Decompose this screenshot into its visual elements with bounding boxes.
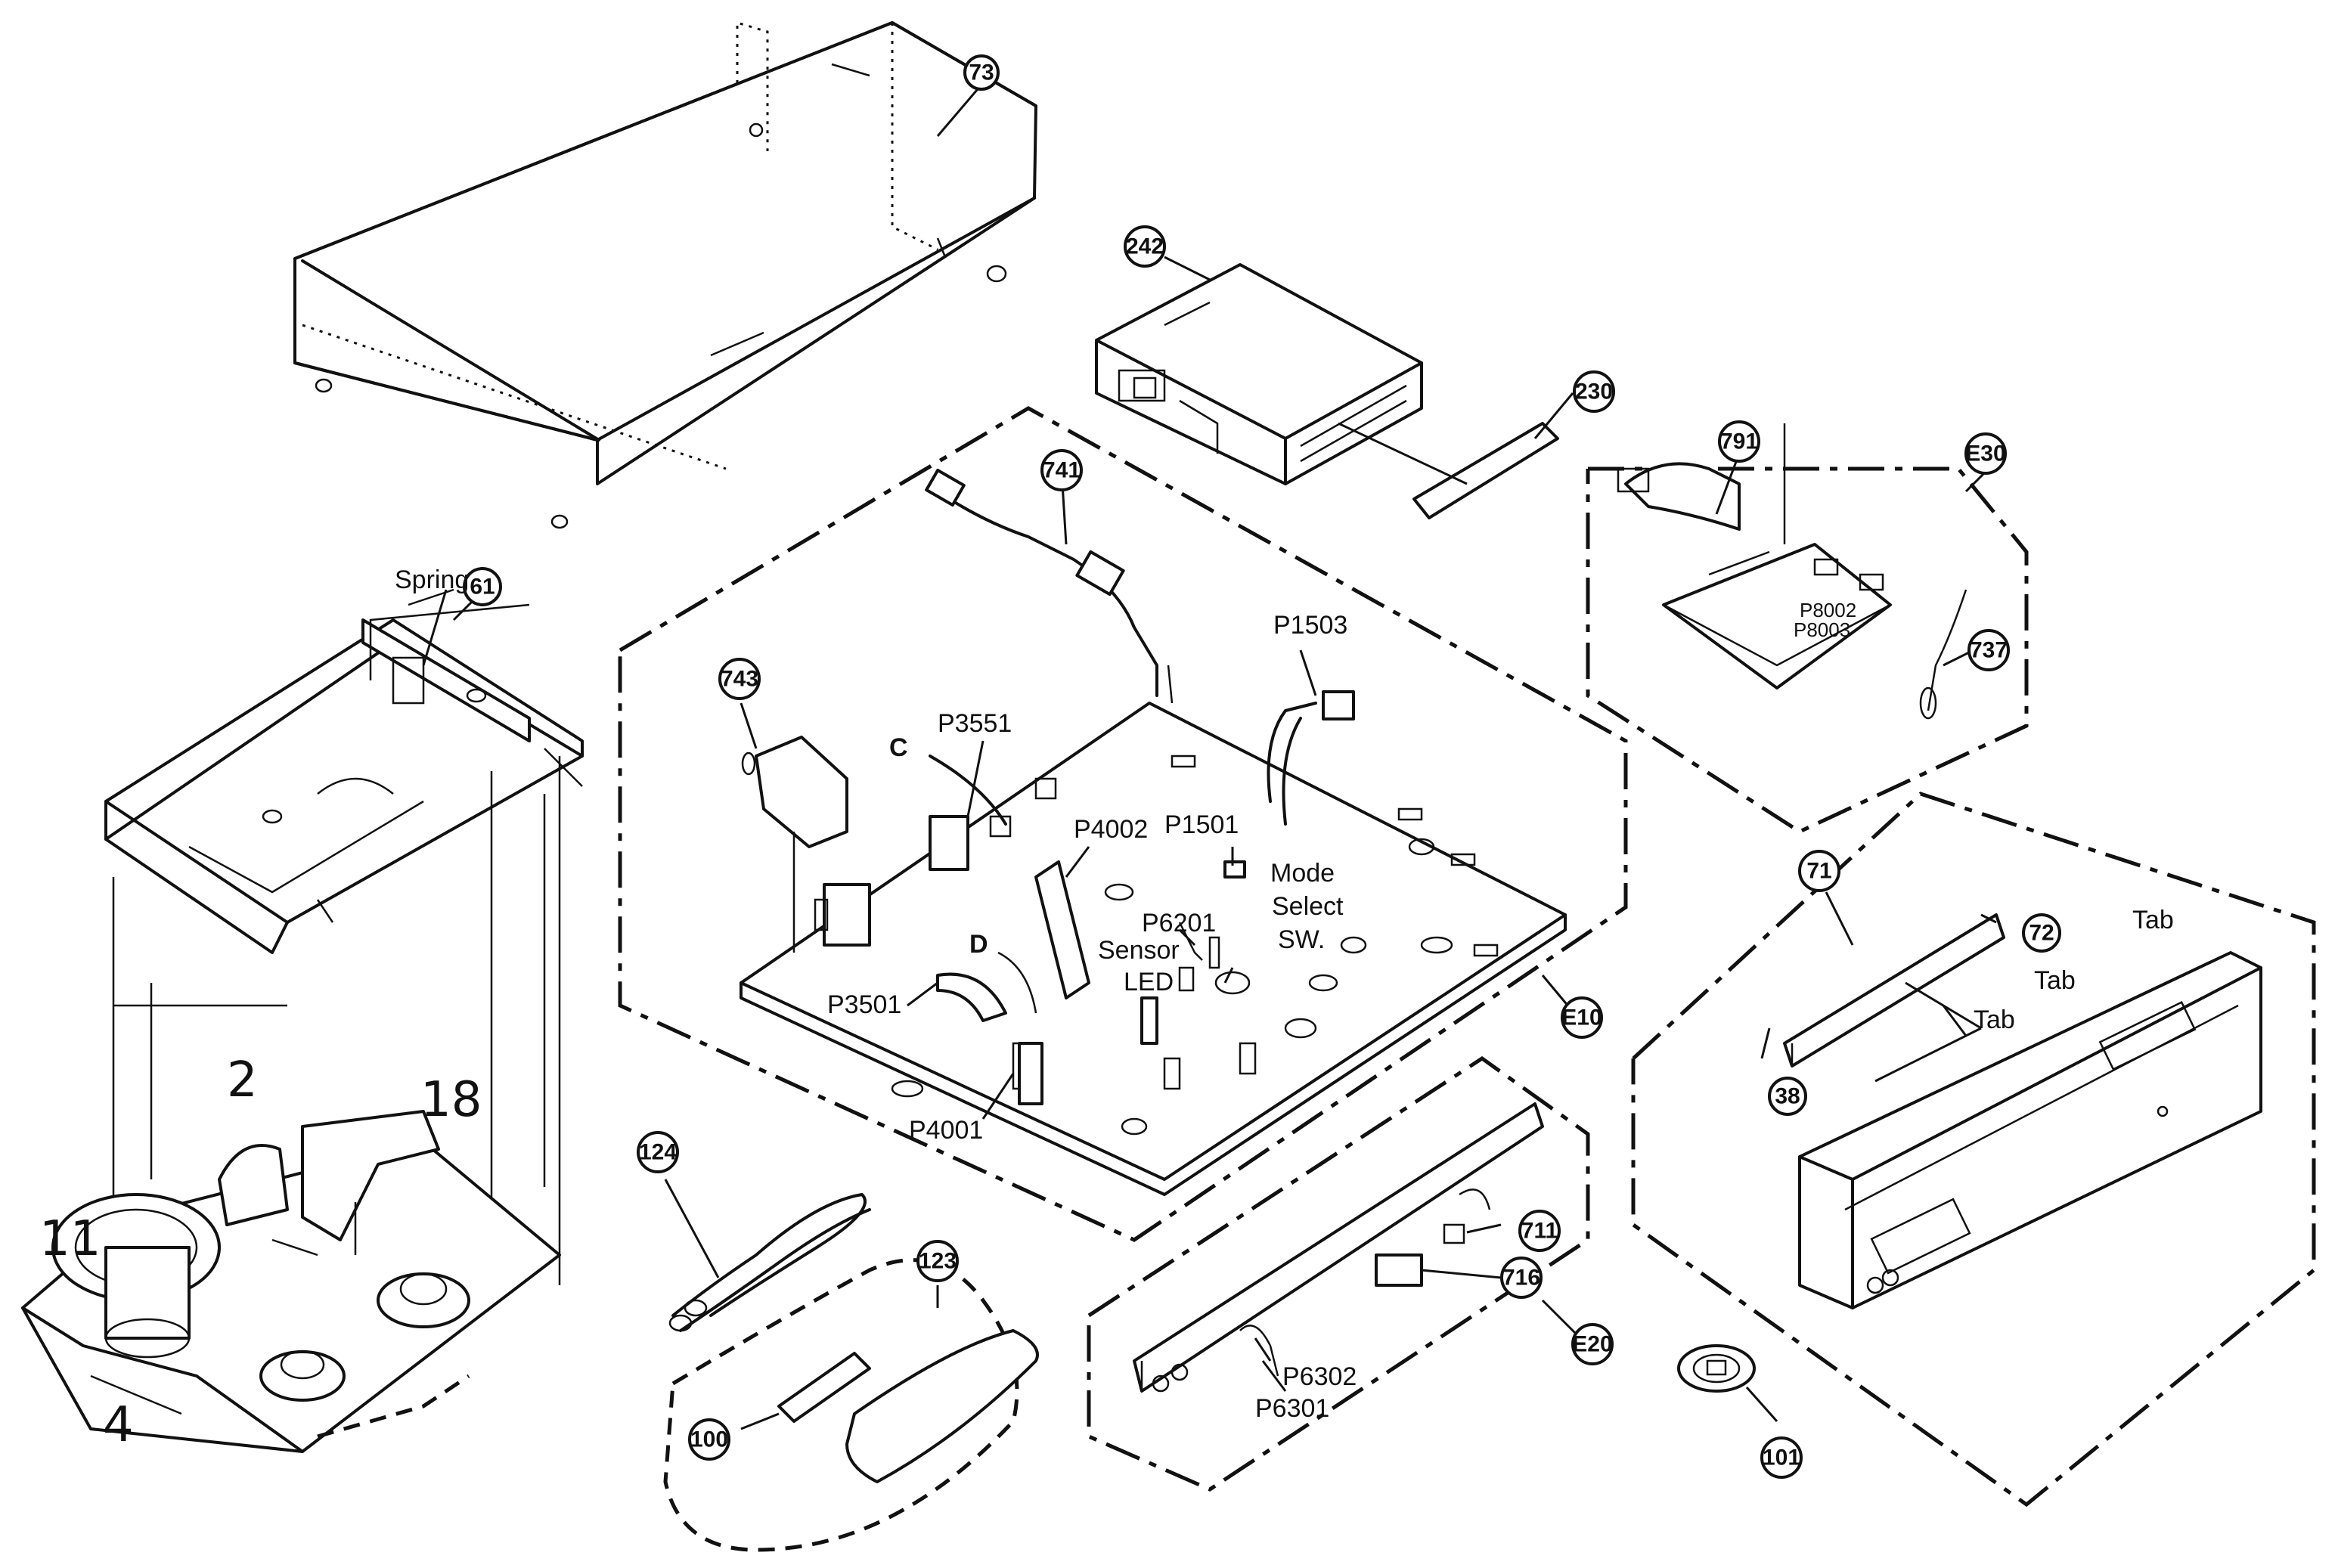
callout-716-text: 716 xyxy=(1502,1266,1540,1291)
callout-73: 73 xyxy=(963,54,1000,91)
label-p6301: P6301 xyxy=(1255,1394,1329,1423)
callout-242-text: 242 xyxy=(1126,234,1164,259)
remote-control-group xyxy=(663,1258,1039,1552)
assembly-guide-lines xyxy=(112,756,561,1285)
callout-61-text: 61 xyxy=(470,575,495,600)
label-led: LED xyxy=(1124,968,1174,996)
label-p8002: P8002 xyxy=(1800,599,1856,621)
callout-e30: E30 xyxy=(1964,432,2007,475)
callout-38: 38 xyxy=(1768,1077,1807,1116)
front-panel-group xyxy=(1631,792,2316,1508)
label-p1503: P1503 xyxy=(1273,611,1347,640)
callout-711-text: 711 xyxy=(1521,1219,1558,1244)
callout-e10-text: E10 xyxy=(1561,1006,1602,1030)
callout-791: 791 xyxy=(1718,420,1760,463)
callout-230-text: 230 xyxy=(1575,380,1613,404)
handwritten-18: 18 xyxy=(420,1072,482,1128)
tape-mechanism-part xyxy=(21,1110,561,1453)
callout-101-text: 101 xyxy=(1763,1446,1800,1470)
label-p6201: P6201 xyxy=(1142,909,1216,937)
label-mode: Mode xyxy=(1270,859,1335,888)
label-sw: SW. xyxy=(1278,925,1325,954)
callout-737: 737 xyxy=(1967,629,2010,671)
callout-716: 716 xyxy=(1500,1257,1543,1299)
label-tab-3: Tab xyxy=(1974,1006,2015,1034)
callout-72: 72 xyxy=(2022,913,2061,953)
disc-part xyxy=(1677,1344,1778,1422)
label-c: C xyxy=(889,733,908,762)
callout-72-text: 72 xyxy=(2029,921,2054,946)
callout-711: 711 xyxy=(1518,1210,1561,1252)
callout-124-text: 124 xyxy=(639,1140,677,1165)
handwritten-11: 11 xyxy=(39,1211,101,1267)
front-board-e20-group xyxy=(1087,1055,1590,1492)
callout-e20: E20 xyxy=(1571,1323,1614,1365)
label-p3551: P3551 xyxy=(938,709,1012,738)
handwritten-2: 2 xyxy=(227,1052,258,1108)
drive-shaft-part xyxy=(1338,422,1559,519)
callout-741: 741 xyxy=(1040,449,1083,491)
callout-123: 123 xyxy=(916,1240,959,1282)
callout-100: 100 xyxy=(688,1418,730,1461)
top-cover-part xyxy=(293,20,1037,529)
av-cable-part xyxy=(668,1193,871,1332)
callout-737-text: 737 xyxy=(1970,638,2008,663)
callout-124: 124 xyxy=(637,1131,679,1173)
callout-242: 242 xyxy=(1124,225,1166,268)
label-d: D xyxy=(969,930,988,959)
label-p4001: P4001 xyxy=(909,1116,983,1145)
callout-e10: E10 xyxy=(1561,996,1603,1039)
top-bracket-part xyxy=(104,588,584,954)
callout-71: 71 xyxy=(1798,850,1840,892)
callout-743: 743 xyxy=(718,658,761,700)
label-spring: Spring xyxy=(395,566,469,594)
label-p4002: P4002 xyxy=(1074,815,1148,844)
dvd-drive-part xyxy=(1095,263,1423,485)
callout-38-text: 38 xyxy=(1775,1084,1800,1109)
board-e30-group xyxy=(1586,423,2029,834)
label-select: Select xyxy=(1272,892,1344,921)
callout-61: 61 xyxy=(463,567,502,606)
callout-123-text: 123 xyxy=(919,1249,957,1274)
callout-791-text: 791 xyxy=(1720,429,1758,454)
label-tab-1: Tab xyxy=(2132,906,2174,934)
callout-100-text: 100 xyxy=(690,1427,728,1452)
label-sensor: Sensor xyxy=(1098,936,1180,965)
label-p3501: P3501 xyxy=(827,990,901,1019)
callout-71-text: 71 xyxy=(1806,859,1831,884)
callout-e20-text: E20 xyxy=(1572,1332,1612,1357)
label-p1501: P1501 xyxy=(1164,810,1239,839)
callout-743-text: 743 xyxy=(721,667,758,692)
callout-73-text: 73 xyxy=(969,60,994,85)
main-board-e10-group xyxy=(618,406,1628,1242)
callout-101: 101 xyxy=(1760,1436,1803,1479)
callout-741-text: 741 xyxy=(1043,458,1081,483)
label-tab-2: Tab xyxy=(2034,966,2076,995)
handwritten-4: 4 xyxy=(103,1397,134,1453)
callout-230: 230 xyxy=(1573,370,1615,413)
label-p6302: P6302 xyxy=(1282,1362,1357,1391)
label-p8003: P8003 xyxy=(1794,618,1850,641)
callout-e30-text: E30 xyxy=(1965,442,2005,466)
